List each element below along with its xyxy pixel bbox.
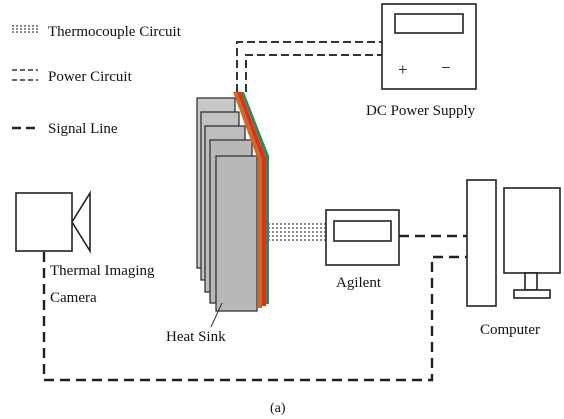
heat-sink-plate-5 [215, 155, 258, 312]
layer-orange [233, 92, 262, 308]
thermoelectric-layers [233, 92, 269, 308]
minus-terminal: − [441, 58, 451, 77]
layer-green [241, 92, 269, 304]
legend-power-label: Power Circuit [48, 69, 133, 85]
layer-red [237, 92, 266, 306]
heat-sink-leader [210, 302, 223, 328]
thermal-imaging-camera [15, 190, 91, 254]
monitor-base [513, 289, 551, 299]
signal-lines [42, 234, 467, 382]
agilent-instrument [325, 209, 400, 266]
thermal-imaging-label-line1: Thermal Imaging [50, 263, 155, 279]
heat-sink-stack [196, 97, 258, 312]
figure-caption: (a) [270, 401, 286, 416]
signal-camera-to-computer [42, 252, 467, 382]
thermal-imaging-label-line2: Camera [50, 290, 97, 306]
legend-power-swatch [12, 69, 38, 81]
power-wire-inner [245, 54, 382, 92]
computer-label: Computer [480, 322, 540, 338]
agilent-display [333, 220, 392, 242]
heat-sink-label: Heat Sink [166, 329, 226, 345]
dc-power-supply-label: DC Power Supply [366, 103, 476, 119]
dc-power-supply: + − [381, 3, 477, 90]
plus-terminal: + [398, 60, 408, 79]
camera-lens [71, 190, 91, 254]
power-circuit-wires [236, 41, 382, 92]
legend-thermocouple-swatch [12, 25, 38, 33]
computer-tower [466, 179, 497, 307]
agilent-label: Agilent [336, 275, 382, 291]
legend: Thermocouple Circuit Power Circuit Signa… [12, 24, 182, 137]
camera-body [15, 192, 73, 252]
legend-thermocouple-label: Thermocouple Circuit [48, 24, 182, 40]
legend-signal-label: Signal Line [48, 121, 118, 137]
monitor-neck [524, 272, 538, 291]
power-supply-display [394, 13, 464, 34]
computer [466, 179, 561, 307]
computer-monitor [503, 187, 561, 274]
power-wire-outer [236, 41, 382, 92]
thermocouple-wires [268, 223, 326, 241]
